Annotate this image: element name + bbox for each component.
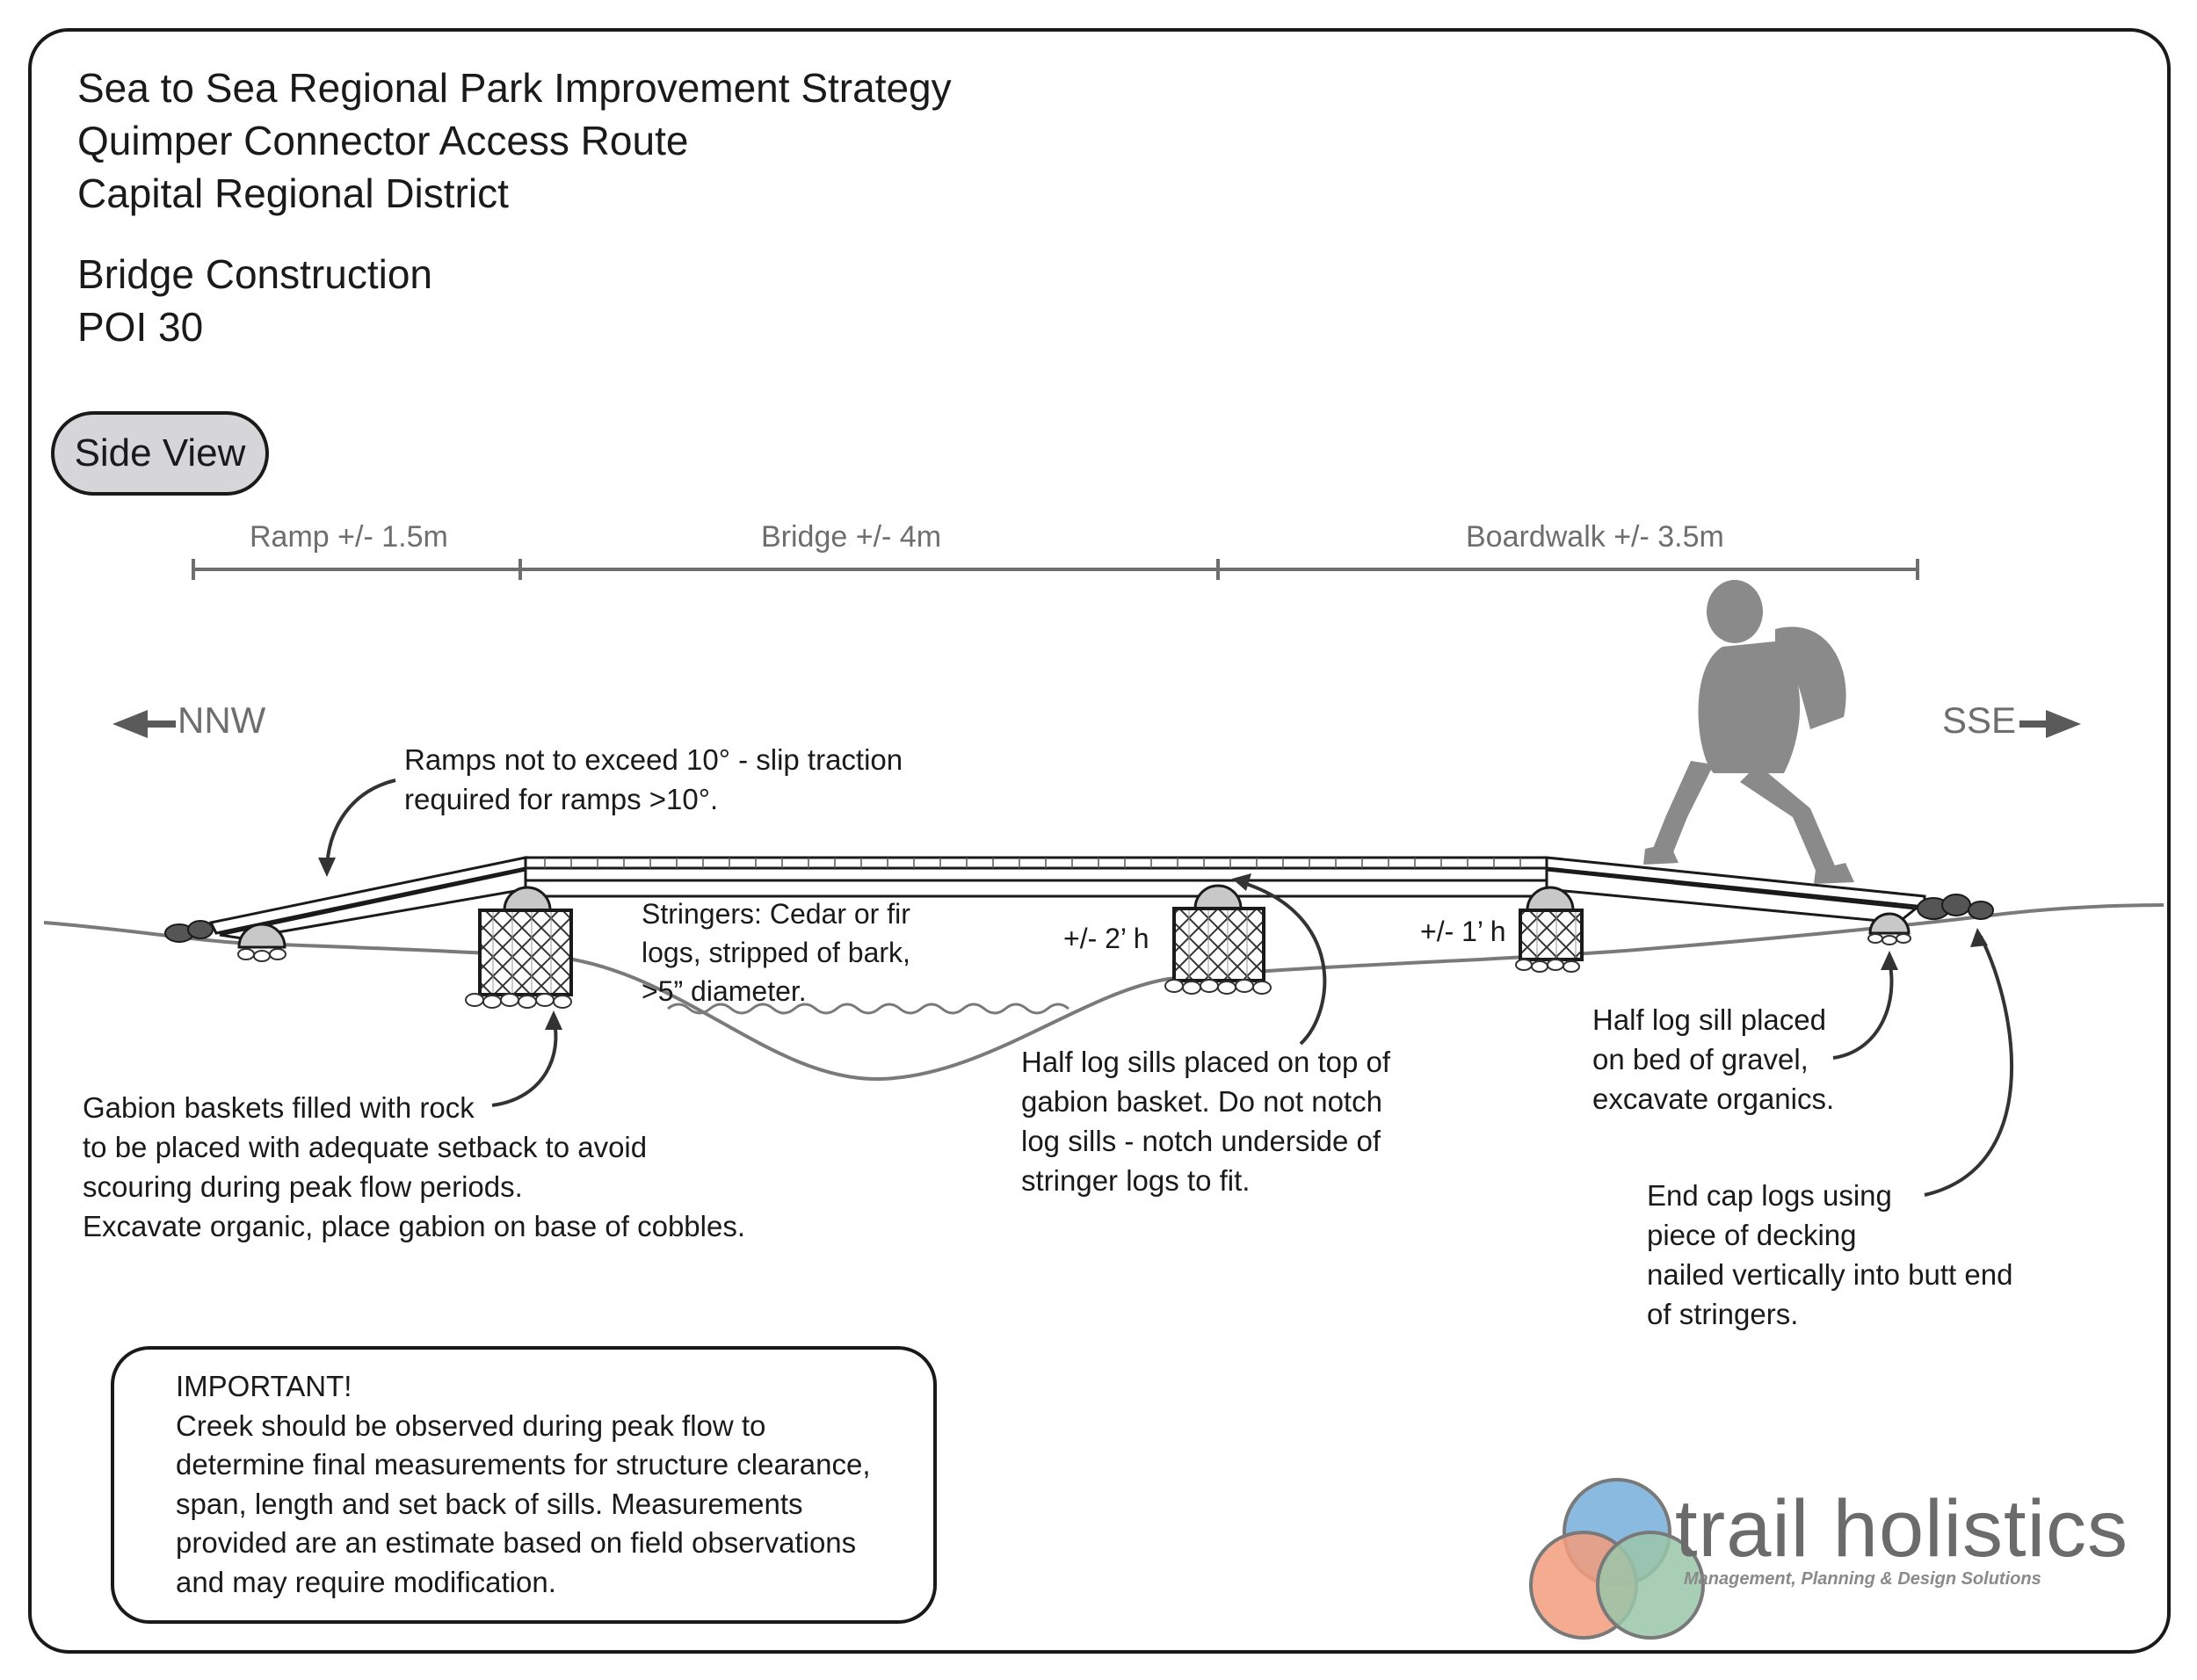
hiker-silhouette-icon [1643, 580, 1854, 884]
boardwalk-dimension-label: Boardwalk +/- 3.5m [1466, 520, 1724, 554]
height-1ft-label: +/- 1’ h [1420, 916, 1506, 947]
half-log-gravel-note: Half log sill placed on bed of gravel, e… [1592, 1003, 1835, 1115]
subtitle-line-1: Bridge Construction [77, 251, 432, 297]
important-line: and may require modification. [176, 1565, 556, 1598]
arrowhead-icons [318, 858, 1988, 1030]
title-line-3: Capital Regional District [77, 170, 509, 216]
important-line: Creek should be observed during peak flo… [176, 1408, 766, 1442]
important-notice-box: IMPORTANT! Creek should be observed duri… [111, 1346, 937, 1624]
title-line-2: Quimper Connector Access Route [77, 118, 689, 163]
arrow-right-icon [2019, 710, 2081, 738]
height-2ft-label: +/- 2’ h [1063, 923, 1149, 954]
important-line: provided are an estimate based on field … [176, 1526, 857, 1559]
decking-planks [544, 858, 1521, 868]
title-line-1: Sea to Sea Regional Park Improvement Str… [77, 65, 952, 111]
side-view-text: Side View [74, 431, 246, 474]
important-line: span, length and set back of sills. Meas… [176, 1487, 803, 1520]
trail-holistics-logo-icon [1529, 1478, 1705, 1640]
drawing-frame [28, 28, 2171, 1654]
half-log-top-note: Half log sills placed on top of gabion b… [1021, 1046, 1391, 1197]
direction-nnw-label: NNW [178, 699, 266, 741]
title-block: Sea to Sea Regional Park Improvement Str… [77, 62, 952, 220]
direction-sse-label: SSE [1942, 699, 2017, 741]
arrow-left-icon [112, 710, 176, 738]
gravel-bed [237, 933, 1911, 1009]
subtitle-line-2: POI 30 [77, 304, 204, 350]
bridge-decking [208, 856, 1926, 935]
brand-name: trail holistics [1675, 1484, 2129, 1574]
half-log-sill-icon [237, 884, 1911, 949]
creek-water [667, 1003, 1069, 1015]
brand-tagline: Management, Planning & Design Solutions [1684, 1569, 2041, 1589]
end-cap-rocks [164, 894, 1994, 943]
leader-arrows [325, 778, 2014, 1197]
end-cap-note: End cap logs using piece of decking nail… [1647, 1179, 2013, 1330]
stringers-note: Stringers: Cedar or fir logs, stripped o… [642, 898, 910, 1007]
gabion-note: Gabion baskets filled with rock to be pl… [83, 1091, 746, 1242]
bridge-dimension-label: Bridge +/- 4m [761, 520, 942, 554]
subtitle-block: Bridge Construction POI 30 [77, 248, 432, 353]
side-view-label: Side View [51, 411, 269, 496]
important-heading: IMPORTANT! [176, 1370, 352, 1402]
important-line: determine final measurements for structu… [176, 1448, 871, 1481]
dimension-line [192, 559, 1919, 580]
ramp-slope-note: Ramps not to exceed 10° - slip traction … [404, 743, 903, 815]
ramp-dimension-label: Ramp +/- 1.5m [250, 520, 448, 554]
gabion-basket-icon [478, 907, 1584, 996]
